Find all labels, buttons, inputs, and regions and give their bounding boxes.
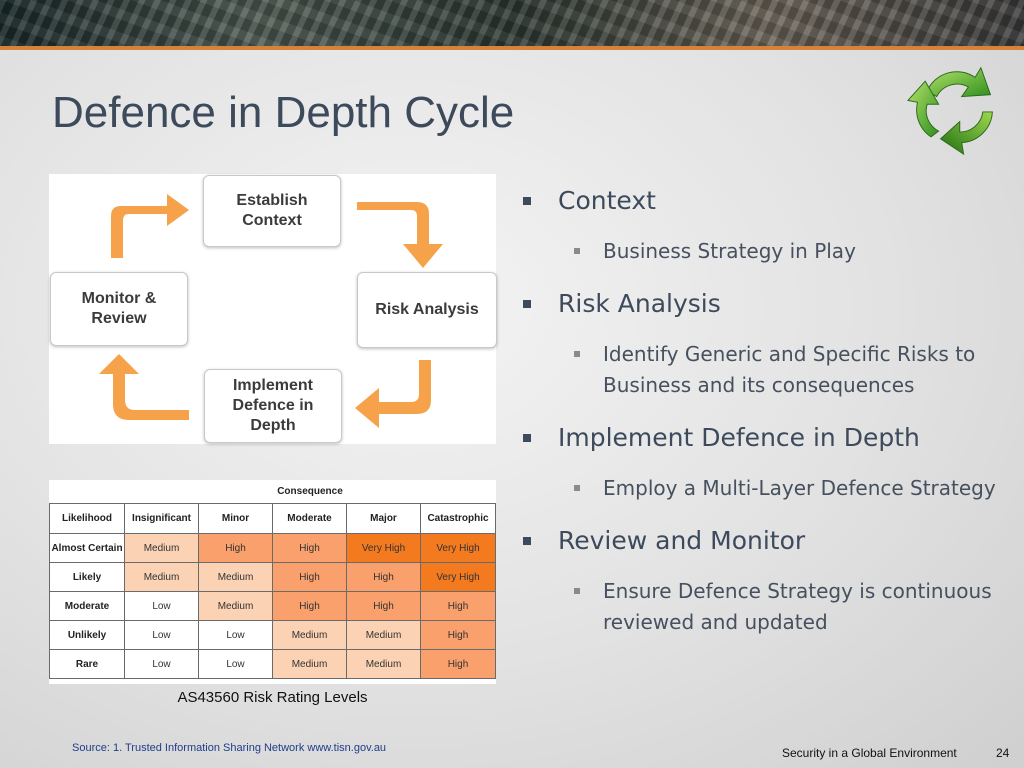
arrow-establish-to-risk [357, 202, 443, 268]
risk-matrix-header-row: Likelihood Insignificant Minor Moderate … [49, 503, 496, 534]
sub-bullet-item: Ensure Defence Strategy is continuous re… [520, 576, 1010, 638]
bullet-list: Context Business Strategy in Play Risk A… [520, 184, 1010, 658]
risk-level-cell: High [420, 620, 496, 650]
likelihood-cell: Likely [49, 562, 125, 592]
sub-bullet-item: Employ a Multi-Layer Defence Strategy [520, 473, 1010, 504]
bullet-square-icon [523, 434, 531, 442]
header-banner [0, 0, 1024, 46]
bullet-square-icon [523, 197, 531, 205]
bullet-item: Implement Defence in Depth [520, 421, 1010, 455]
column-header: Insignificant [124, 503, 199, 534]
risk-level-cell: High [346, 562, 421, 592]
risk-level-cell: Medium [198, 591, 273, 621]
arrow-risk-to-implement [355, 360, 431, 428]
arrow-monitor-to-establish [111, 194, 189, 258]
risk-level-cell: Medium [124, 533, 199, 563]
column-header: Minor [198, 503, 273, 534]
likelihood-cell: Almost Certain [49, 533, 125, 563]
risk-matrix-table: Likelihood Insignificant Minor Moderate … [49, 503, 496, 679]
risk-level-cell: Medium [198, 562, 273, 592]
column-header: Major [346, 503, 421, 534]
likelihood-cell: Moderate [49, 591, 125, 621]
sub-bullet-text: Ensure Defence Strategy is continuous re… [603, 579, 992, 634]
risk-level-cell: Low [198, 620, 273, 650]
risk-level-cell: Medium [124, 562, 199, 592]
bullet-text: Implement Defence in Depth [558, 423, 920, 452]
bullet-text: Risk Analysis [558, 289, 721, 318]
column-header: Moderate [272, 503, 347, 534]
cycle-arrows [99, 194, 443, 428]
risk-level-cell: Medium [272, 620, 347, 650]
bullet-item: Review and Monitor [520, 524, 1010, 558]
sub-bullet-square-icon [574, 485, 580, 491]
footer-title: Security in a Global Environment [782, 746, 957, 760]
source-citation: Source: 1. Trusted Information Sharing N… [72, 742, 387, 754]
column-header: Catastrophic [420, 503, 496, 534]
sub-bullet-item: Identify Generic and Specific Risks to B… [520, 339, 1010, 401]
likelihood-cell: Rare [49, 649, 125, 679]
risk-level-cell: High [272, 562, 347, 592]
arrow-implement-to-monitor [99, 354, 189, 420]
slide-title: Defence in Depth Cycle [52, 88, 515, 137]
header-accent-line [0, 46, 1024, 50]
sub-bullet-text: Business Strategy in Play [603, 239, 856, 263]
risk-level-cell: High [420, 649, 496, 679]
bullet-text: Context [558, 186, 656, 215]
likelihood-header: Likelihood [49, 503, 125, 534]
defence-cycle-diagram: Establish Context Risk Analysis Implemen… [49, 174, 497, 444]
risk-level-cell: Medium [272, 649, 347, 679]
sub-bullet-text: Employ a Multi-Layer Defence Strategy [603, 476, 996, 500]
cycle-step-monitor-review: Monitor & Review [50, 272, 188, 346]
cycle-step-establish-context: Establish Context [203, 175, 341, 247]
likelihood-cell: Unlikely [49, 620, 125, 650]
cycle-step-implement-defence: Implement Defence in Depth [204, 369, 342, 443]
sub-bullet-square-icon [574, 351, 580, 357]
cycle-step-risk-analysis: Risk Analysis [357, 272, 497, 348]
bullet-square-icon [523, 537, 531, 545]
risk-level-cell: Very High [420, 562, 496, 592]
page-number: 24 [996, 746, 1010, 760]
bullet-item: Risk Analysis [520, 287, 1010, 321]
risk-level-cell: Low [124, 620, 199, 650]
risk-level-cell: Low [124, 591, 199, 621]
recycle-cycle-icon [906, 66, 993, 156]
bullet-square-icon [523, 300, 531, 308]
bullet-item: Context [520, 184, 1010, 218]
risk-level-cell: High [198, 533, 273, 563]
sub-bullet-text: Identify Generic and Specific Risks to B… [603, 342, 976, 397]
risk-level-cell: High [272, 533, 347, 563]
risk-level-cell: Very High [420, 533, 496, 563]
risk-level-cell: Very High [346, 533, 421, 563]
risk-level-cell: Low [198, 649, 273, 679]
bullet-text: Review and Monitor [558, 526, 806, 555]
risk-level-cell: Medium [346, 649, 421, 679]
risk-matrix-caption: AS43560 Risk Rating Levels [177, 689, 368, 706]
risk-level-cell: High [346, 591, 421, 621]
sub-bullet-item: Business Strategy in Play [520, 236, 1010, 267]
sub-bullet-square-icon [574, 588, 580, 594]
risk-level-cell: High [420, 591, 496, 621]
risk-level-cell: Low [124, 649, 199, 679]
sub-bullet-square-icon [574, 248, 580, 254]
risk-level-cell: High [272, 591, 347, 621]
risk-level-cell: Medium [346, 620, 421, 650]
risk-matrix-panel: Consequence Likelihood Insignificant Min… [49, 480, 496, 684]
consequence-header: Consequence [277, 486, 343, 497]
